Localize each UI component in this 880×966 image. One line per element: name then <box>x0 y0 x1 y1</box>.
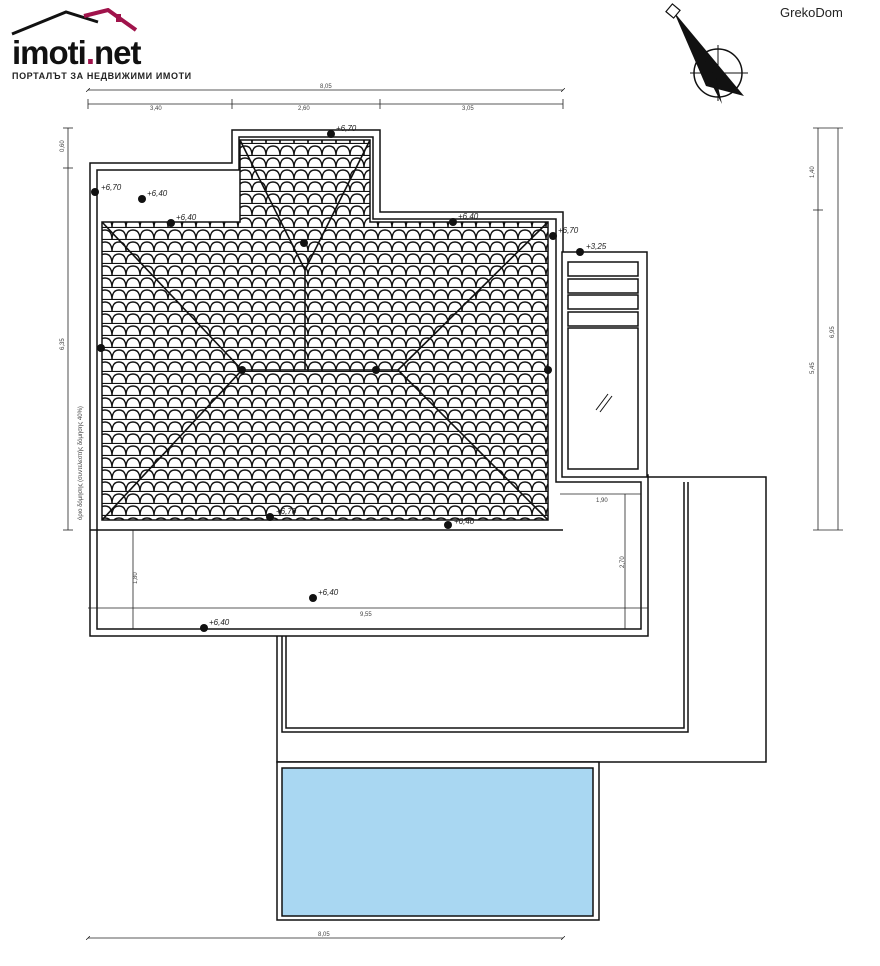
watermark: GrekoDom <box>780 5 843 20</box>
dim-terrace-width: 1,90 <box>596 498 608 504</box>
left-dimension-lines <box>63 127 73 531</box>
level-label: +6,40 <box>209 618 230 627</box>
dim-veranda-width: 9,55 <box>360 612 372 618</box>
logo-tagline: ПОРТАЛЪТ ЗА НЕДВИЖИМИ ИМОТИ <box>12 71 192 81</box>
level-label: +6,40 <box>147 189 168 198</box>
dim-top-seg-3: 3,05 <box>462 106 474 112</box>
level-label: +6,40 <box>176 213 197 222</box>
dim-top-total: 8,05 <box>320 84 332 90</box>
dim-top-seg-2: 2,60 <box>298 106 310 112</box>
dim-bottom-total: 8,05 <box>318 932 330 938</box>
level-label: +6,40 <box>454 517 475 526</box>
swimming-pool <box>276 761 600 921</box>
imoti-logo[interactable]: imoti.net ПОРТАЛЪТ ЗА НЕДВИЖИМИ ИМОТИ <box>8 7 191 86</box>
level-label: +3,25 <box>586 242 607 251</box>
house-roof-icon <box>11 7 138 36</box>
dim-terrace-height: 2,70 <box>620 556 626 568</box>
right-dimension-lines <box>813 127 843 531</box>
terrace-dimensions <box>88 493 648 629</box>
level-label: +6,40 <box>458 212 479 221</box>
north-arrow-icon <box>665 3 748 104</box>
dim-left-top: 0,60 <box>60 140 66 152</box>
level-label: +6,70 <box>558 226 579 235</box>
dim-top-seg-1: 3,40 <box>150 106 162 112</box>
dim-right-total: 6,95 <box>830 326 836 338</box>
logo-tld: net <box>94 34 141 71</box>
dim-right-mid: 5,45 <box>810 362 816 374</box>
logo-brand: imoti <box>12 34 87 71</box>
level-label: +6,40 <box>318 588 339 597</box>
terrace <box>276 476 767 763</box>
logo-wordmark: imoti.net <box>12 34 141 72</box>
level-markers <box>91 130 584 632</box>
side-annex <box>561 251 648 478</box>
dim-right-top: 1,40 <box>810 166 816 178</box>
top-dimension-lines <box>88 90 563 109</box>
level-label: +6,70 <box>101 183 122 192</box>
building-outline <box>89 129 649 637</box>
side-note: όριο δόμησης (συντελεστής δόμησης 40%) <box>77 406 84 520</box>
logo-dot: . <box>85 34 95 71</box>
dim-left-main: 6,35 <box>60 338 66 350</box>
level-label: +6,70 <box>276 507 297 516</box>
dim-veranda-depth: 1,80 <box>133 572 139 584</box>
level-label: +6,70 <box>336 124 357 133</box>
tiled-roof <box>101 139 549 521</box>
